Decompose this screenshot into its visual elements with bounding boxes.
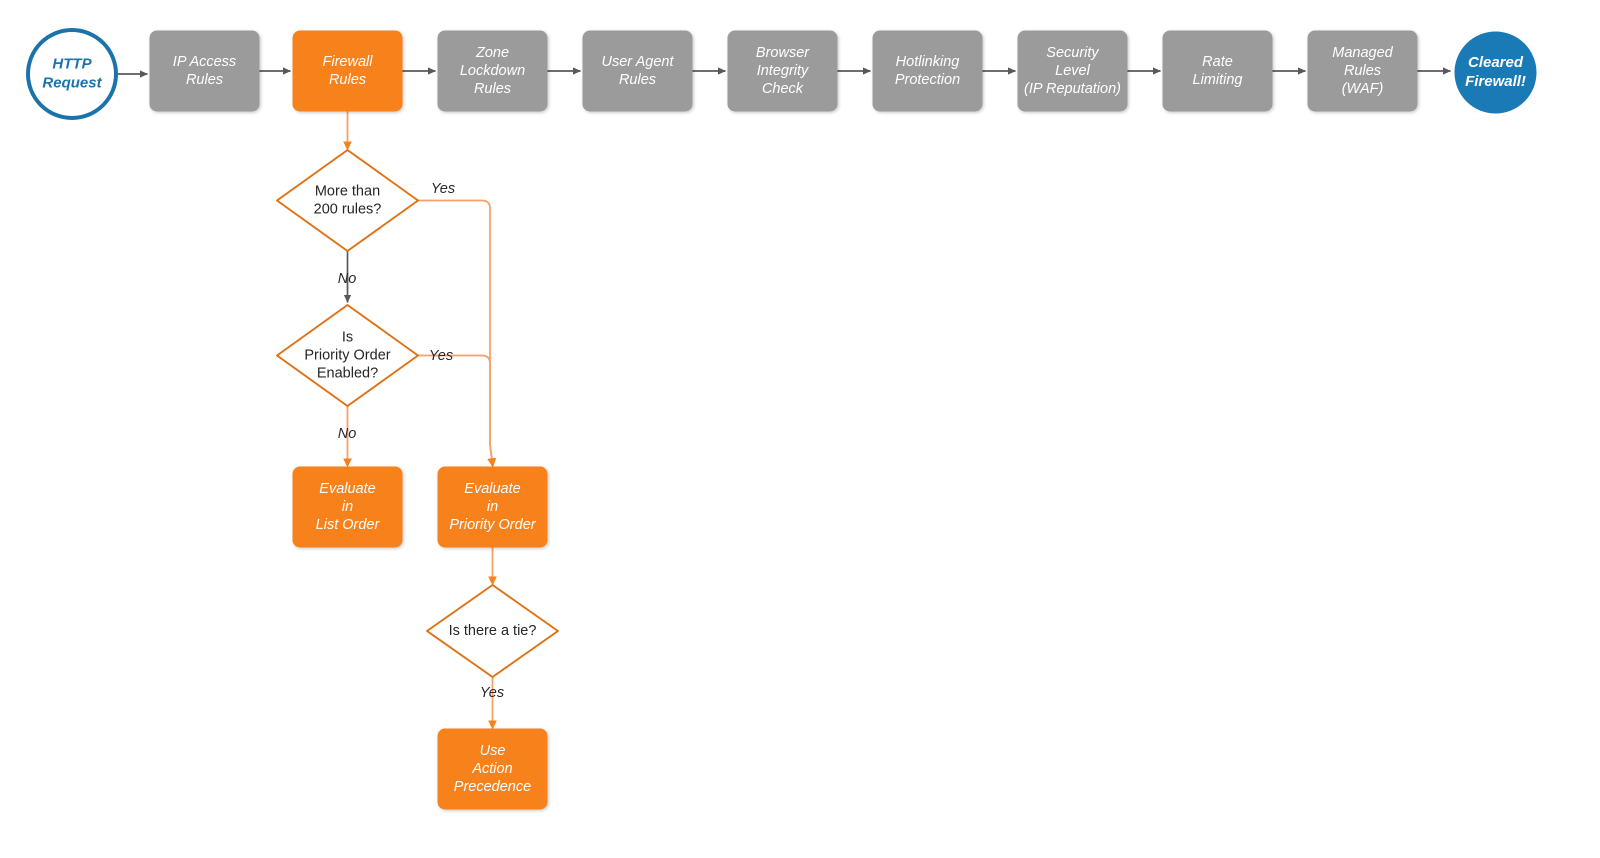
edges-layer	[118, 67, 1451, 730]
priority-order-enabled-shape	[276, 304, 419, 407]
edge-label-is-there-a-tie-yes: Yes	[480, 685, 504, 701]
more-than-200-rules-shape	[276, 149, 419, 252]
zone-lockdown-rules-shape	[437, 30, 548, 112]
hotlinking-shape	[872, 30, 983, 112]
edge-decision1-yes	[418, 199, 497, 468]
user-agent-rules-shape	[582, 30, 693, 112]
edge-label-priority-order-no: No	[338, 426, 357, 442]
edge-decision2-yes	[418, 354, 497, 468]
edge-label-more-than-200-yes: Yes	[431, 181, 455, 197]
security-level-shape	[1017, 30, 1128, 112]
evaluate-list-order-shape	[292, 466, 403, 548]
evaluate-priority-order-shape	[437, 466, 548, 548]
use-action-precedence-shape	[437, 728, 548, 810]
is-there-a-tie-label: Is there a tie?	[449, 623, 537, 639]
edge-label-priority-order-yes: Yes	[429, 348, 453, 364]
ip-access-rules-shape	[149, 30, 260, 112]
is-there-a-tie-shape	[426, 584, 559, 678]
browser-integrity-shape	[727, 30, 838, 112]
node-is-there-a-tie[interactable]: Is there a tie?	[426, 584, 559, 678]
rate-limiting-shape	[1162, 30, 1273, 112]
http-request-shape	[26, 28, 118, 120]
managed-rules-waf-shape	[1307, 30, 1418, 112]
firewall-rules-shape	[292, 30, 403, 112]
edge-label-more-than-200-no: No	[338, 271, 357, 287]
cleared-firewall-shape	[1454, 31, 1537, 114]
